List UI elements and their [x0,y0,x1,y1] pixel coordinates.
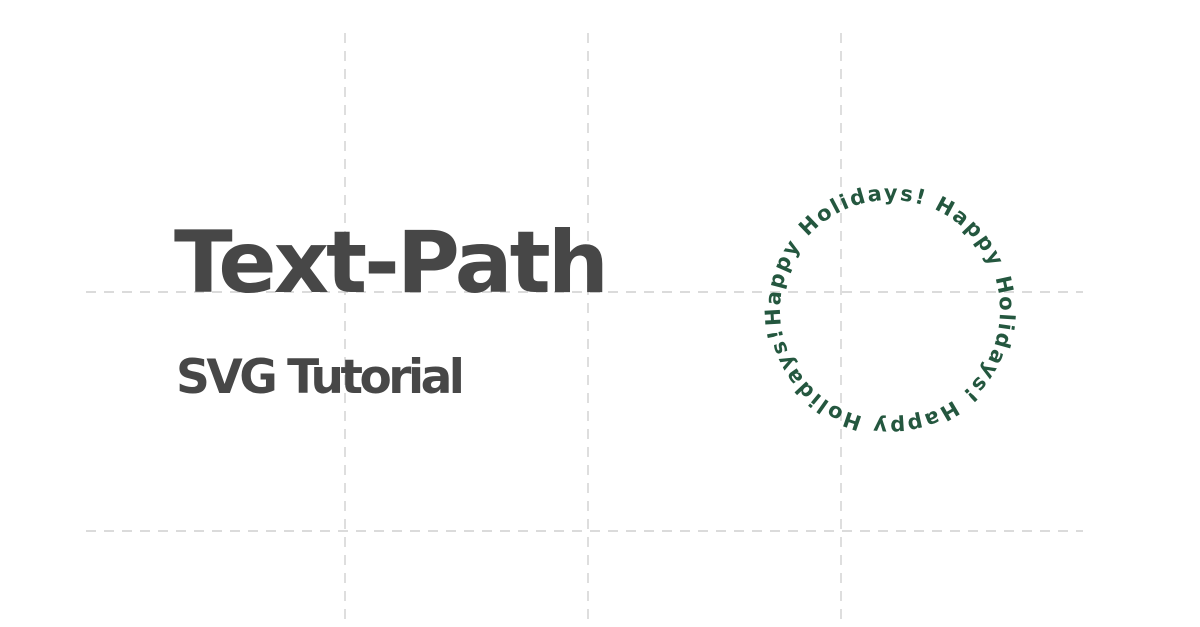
circular-text: Happy Holidays! Happy Holidays! Happy Ho… [744,164,1036,456]
circular-text-path: Happy Holidays! Happy Holidays! Happy Ho… [744,164,1036,456]
circular-text-emblem: Happy Holidays! Happy Holidays! Happy Ho… [744,164,1036,456]
page-subtitle: SVG Tutorial [176,350,465,405]
page-title: Text-Path [174,213,609,313]
